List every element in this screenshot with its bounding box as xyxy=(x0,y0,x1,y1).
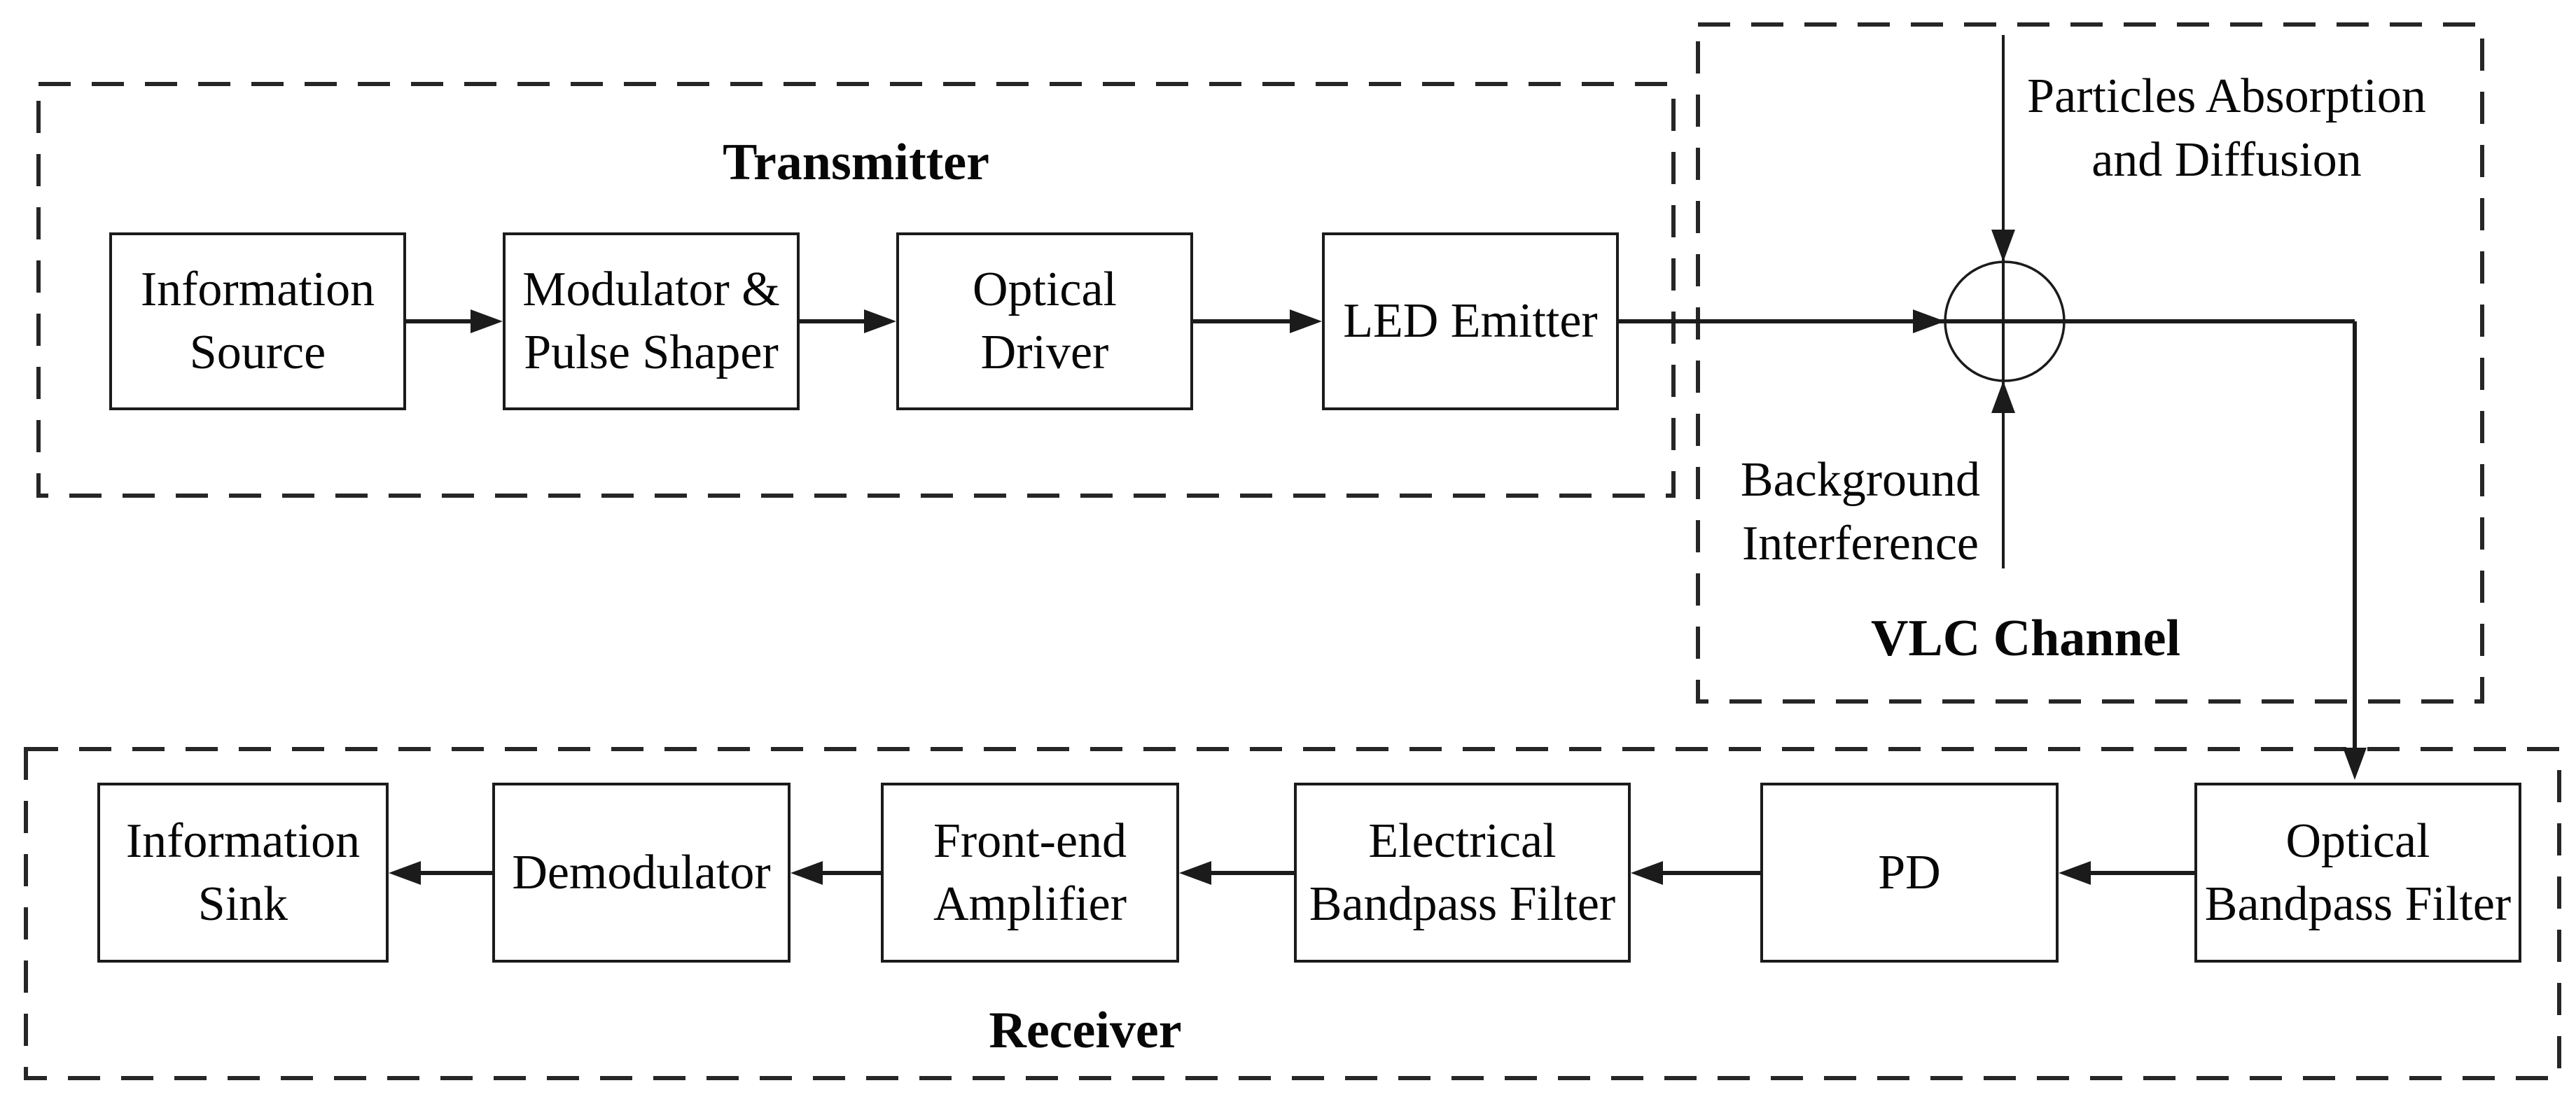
block-pd: PD xyxy=(1760,783,2059,963)
arrowhead-background-up xyxy=(1991,381,2015,413)
transmitter-section-label: Transmitter xyxy=(723,134,989,191)
vlc-channel-boundary xyxy=(1696,22,2484,704)
arrowhead-driver-to-led xyxy=(1290,309,1322,333)
background-interference-label: Background Interference xyxy=(1740,453,1981,571)
block-front-end-amplifier: Front-end Amplifier xyxy=(881,783,1179,963)
block-information-sink: Information Sink xyxy=(97,783,389,963)
block-optical-bandpass-filter: Optical Bandpass Filter xyxy=(2194,783,2521,963)
block-led-emitter: LED Emitter xyxy=(1322,232,1619,410)
arrowhead-particles-down xyxy=(1991,230,2015,262)
block-electrical-bandpass-filter: Electrical Bandpass Filter xyxy=(1294,783,1631,963)
block-demodulator: Demodulator xyxy=(492,783,791,963)
receiver-boundary xyxy=(24,747,2561,1080)
arrowhead-pd-to-ebpf xyxy=(1631,861,1663,885)
arrowhead-source-to-modulator xyxy=(471,309,503,333)
arrowhead-amplifier-to-demodulator xyxy=(791,861,823,885)
transmitter-boundary xyxy=(36,82,1676,498)
summation-node-circle xyxy=(1944,260,2066,382)
arrowhead-ebpf-to-amplifier xyxy=(1179,861,1211,885)
receiver-section-label: Receiver xyxy=(989,1002,1182,1059)
arrowhead-into-optical-filter xyxy=(2343,748,2367,780)
arrowhead-demodulator-to-sink xyxy=(389,861,421,885)
arrowhead-into-sum-node xyxy=(1913,309,1945,333)
vlc-channel-section-label: VLC Channel xyxy=(1870,610,2181,667)
arrowhead-obpf-to-pd xyxy=(2059,861,2091,885)
block-optical-driver: Optical Driver xyxy=(896,232,1193,410)
arrowhead-modulator-to-driver xyxy=(864,309,896,333)
block-information-source: Information Source xyxy=(109,232,406,410)
block-modulator-pulse-shaper: Modulator & Pulse Shaper xyxy=(503,232,800,410)
particles-absorption-label: Particles Absorption and Diffusion xyxy=(2027,69,2426,187)
